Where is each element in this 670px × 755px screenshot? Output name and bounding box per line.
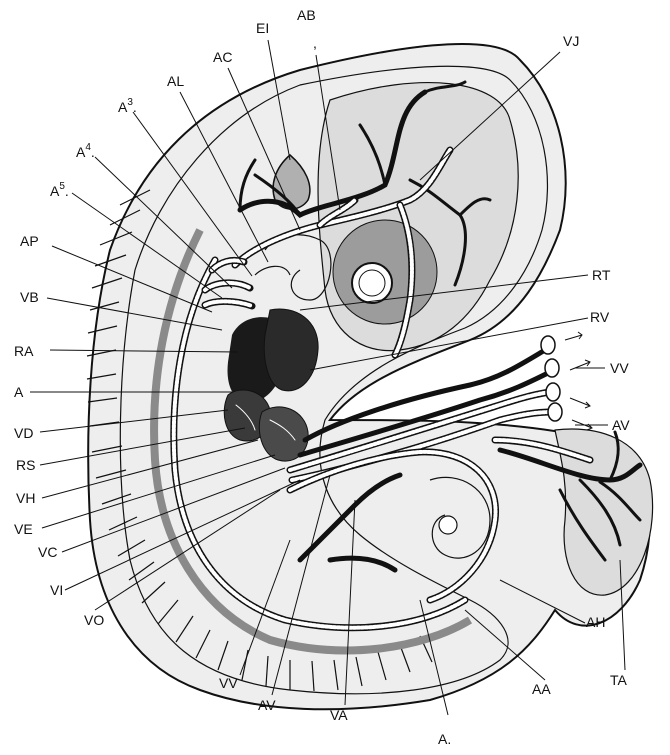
label-A5: A5.	[50, 181, 69, 199]
label-AV-bottom: AV	[258, 697, 276, 713]
label-EI: EI	[256, 20, 269, 36]
label-A-left: A	[14, 384, 24, 400]
label-VV-bottom: VV	[219, 675, 238, 691]
label-AB: AB	[297, 7, 316, 23]
label-VJ: VJ	[563, 33, 579, 49]
label-VO: VO	[84, 612, 104, 628]
label-A3: A3.	[118, 97, 137, 115]
label-VI: VI	[50, 582, 63, 598]
label-VA: VA	[330, 707, 348, 723]
label-VE: VE	[14, 521, 33, 537]
label-A4: A4.	[76, 142, 95, 160]
label-AV-right: AV	[612, 417, 630, 433]
label-TA: TA	[610, 672, 628, 688]
label-AA: AA	[532, 681, 551, 697]
label-A-bottom: A.	[438, 731, 451, 747]
label-AH: AH	[586, 614, 605, 630]
label-AC: AC	[213, 49, 232, 65]
label-VB: VB	[20, 289, 39, 305]
label-VD: VD	[14, 425, 33, 441]
label-VV-right: VV	[610, 360, 629, 376]
label-AP: AP	[20, 233, 39, 249]
label-AL: AL	[167, 73, 184, 89]
label-RT: RT	[592, 267, 611, 283]
label-RV: RV	[590, 309, 610, 325]
label-AB-tick: ,	[313, 35, 317, 51]
label-VC: VC	[38, 544, 57, 560]
label-RS: RS	[16, 457, 35, 473]
label-RA: RA	[14, 343, 34, 359]
label-VH: VH	[16, 490, 35, 506]
eye-lens	[352, 263, 392, 303]
